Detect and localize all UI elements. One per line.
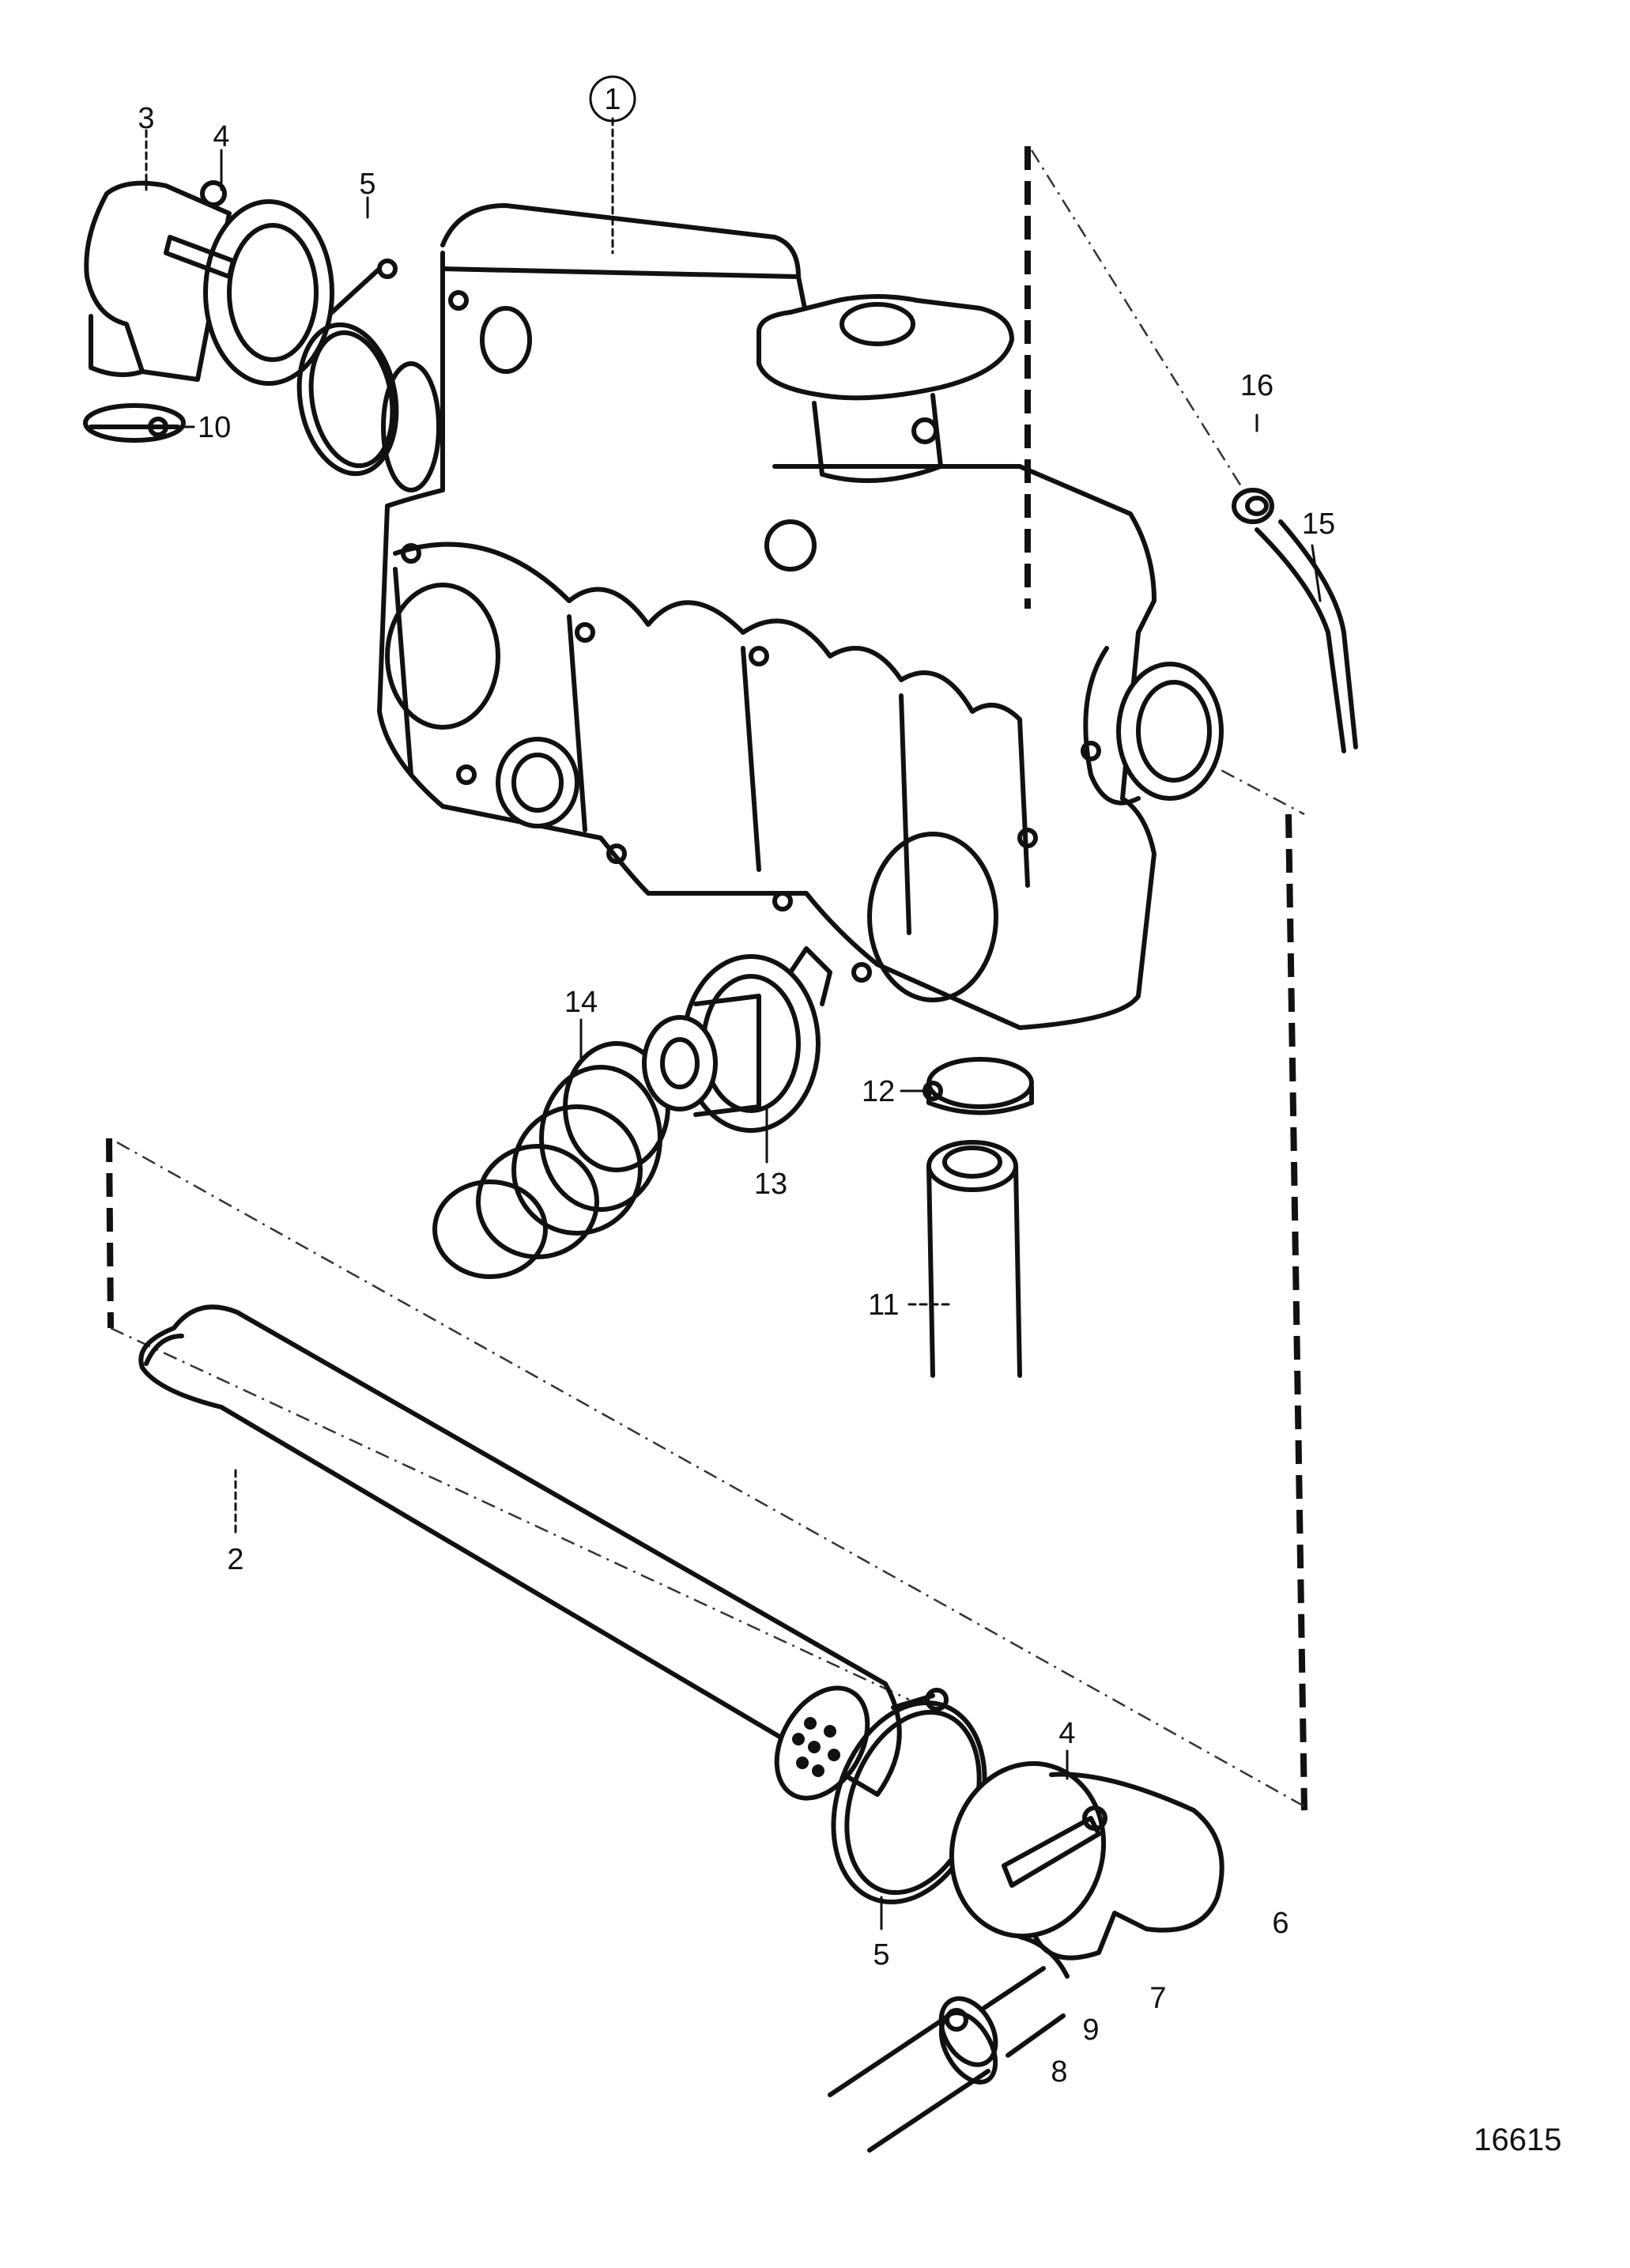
callout-15: 15 xyxy=(1302,508,1335,541)
callout-10: 10 xyxy=(198,411,231,444)
tube-end-holes xyxy=(792,1717,840,1777)
hose-9 xyxy=(828,1966,1066,2153)
hose-clamp-16 xyxy=(1232,488,1274,524)
callout-16: 16 xyxy=(1240,369,1273,402)
callout-12: 12 xyxy=(862,1075,895,1108)
hose-clamp-12 xyxy=(923,1057,1034,1115)
thermostat-13 xyxy=(642,946,832,1133)
callout-3: 3 xyxy=(138,102,154,135)
hose-15 xyxy=(1255,519,1358,753)
callout-6: 6 xyxy=(1272,1907,1289,1940)
spring-14 xyxy=(432,1041,670,1279)
tube-insert-2 xyxy=(138,1304,902,1801)
callout-2: 2 xyxy=(227,1543,243,1576)
hose-elbow-top xyxy=(84,180,334,386)
callout-7: 7 xyxy=(1149,1982,1166,2015)
callout-5-bottom: 5 xyxy=(873,1938,889,1972)
leader-lines xyxy=(145,117,1322,1930)
bolt-holes xyxy=(401,290,1101,983)
hose-clamp-5-top xyxy=(296,258,441,492)
hose-clamp-10 xyxy=(83,403,186,443)
figure-number: 16615 xyxy=(1473,2123,1561,2157)
callout-4-top: 4 xyxy=(213,120,229,153)
callout-14: 14 xyxy=(564,986,598,1019)
manifold-housing xyxy=(377,203,1224,1030)
hose-elbow-bottom xyxy=(949,1760,1224,1979)
callout-13: 13 xyxy=(754,1168,787,1201)
assembly-guide-lines xyxy=(106,146,1307,1811)
callout-5-top: 5 xyxy=(359,168,375,201)
svg-text:1: 1 xyxy=(604,83,621,116)
callout-8: 8 xyxy=(1051,2055,1067,2089)
callout-9: 9 xyxy=(1082,2013,1099,2047)
callout-11: 11 xyxy=(868,1289,899,1322)
callout-1: 1 xyxy=(589,75,636,123)
hose-11 xyxy=(926,1140,1022,1378)
callout-4-bottom: 4 xyxy=(1058,1717,1075,1750)
